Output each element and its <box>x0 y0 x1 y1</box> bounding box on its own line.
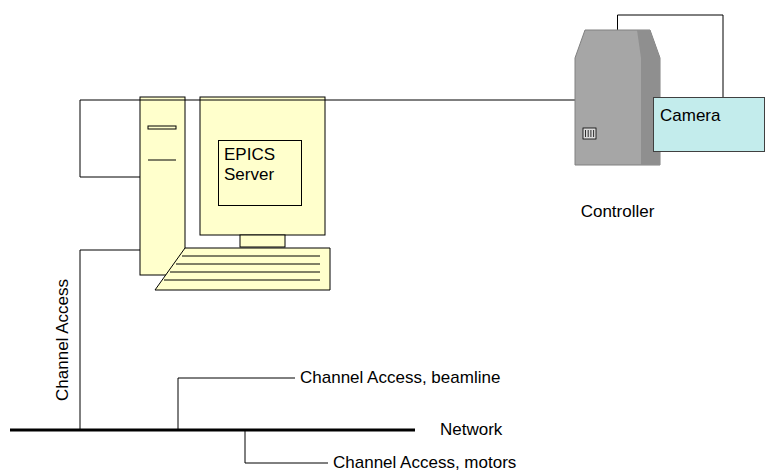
tower-case <box>140 97 185 275</box>
key-row <box>170 272 320 273</box>
drive-slot <box>148 160 176 161</box>
screen-label: EPICS Server <box>218 140 302 206</box>
vent-slot <box>585 130 586 137</box>
motors-wire <box>245 430 328 463</box>
beamline-wire <box>178 378 295 430</box>
vent-slot <box>588 130 589 137</box>
wires <box>10 250 415 463</box>
network-label: Network <box>440 420 502 440</box>
vent-slot <box>590 130 591 137</box>
key-row <box>182 256 320 257</box>
network-bus <box>10 429 415 432</box>
cable <box>80 100 575 177</box>
drive-slot <box>148 126 176 129</box>
bus-label: Channel Access <box>53 279 73 401</box>
controller-vent <box>583 128 596 139</box>
controller-outline <box>575 30 660 165</box>
bus-label: Channel Access, motors <box>333 453 516 473</box>
computer-monitor <box>200 97 325 247</box>
channel-access-wire <box>80 250 140 430</box>
box-label: Camera <box>654 98 764 134</box>
controller-node: Controller <box>575 30 660 165</box>
key-row <box>164 280 320 281</box>
controller-case <box>575 30 660 165</box>
computer-tower <box>140 97 185 275</box>
vent-slot <box>593 130 594 137</box>
keyboard <box>155 248 330 290</box>
monitor-stand <box>240 235 285 247</box>
computer-node: EPICS Server <box>140 97 330 292</box>
monitor-case <box>200 97 325 235</box>
keyboard-body <box>155 248 330 290</box>
bus-label: Channel Access, beamline <box>300 368 500 388</box>
keyboard-keys <box>164 256 320 280</box>
device-label: Controller <box>581 202 655 222</box>
key-row <box>176 264 320 265</box>
camera-box: Camera <box>653 97 765 152</box>
